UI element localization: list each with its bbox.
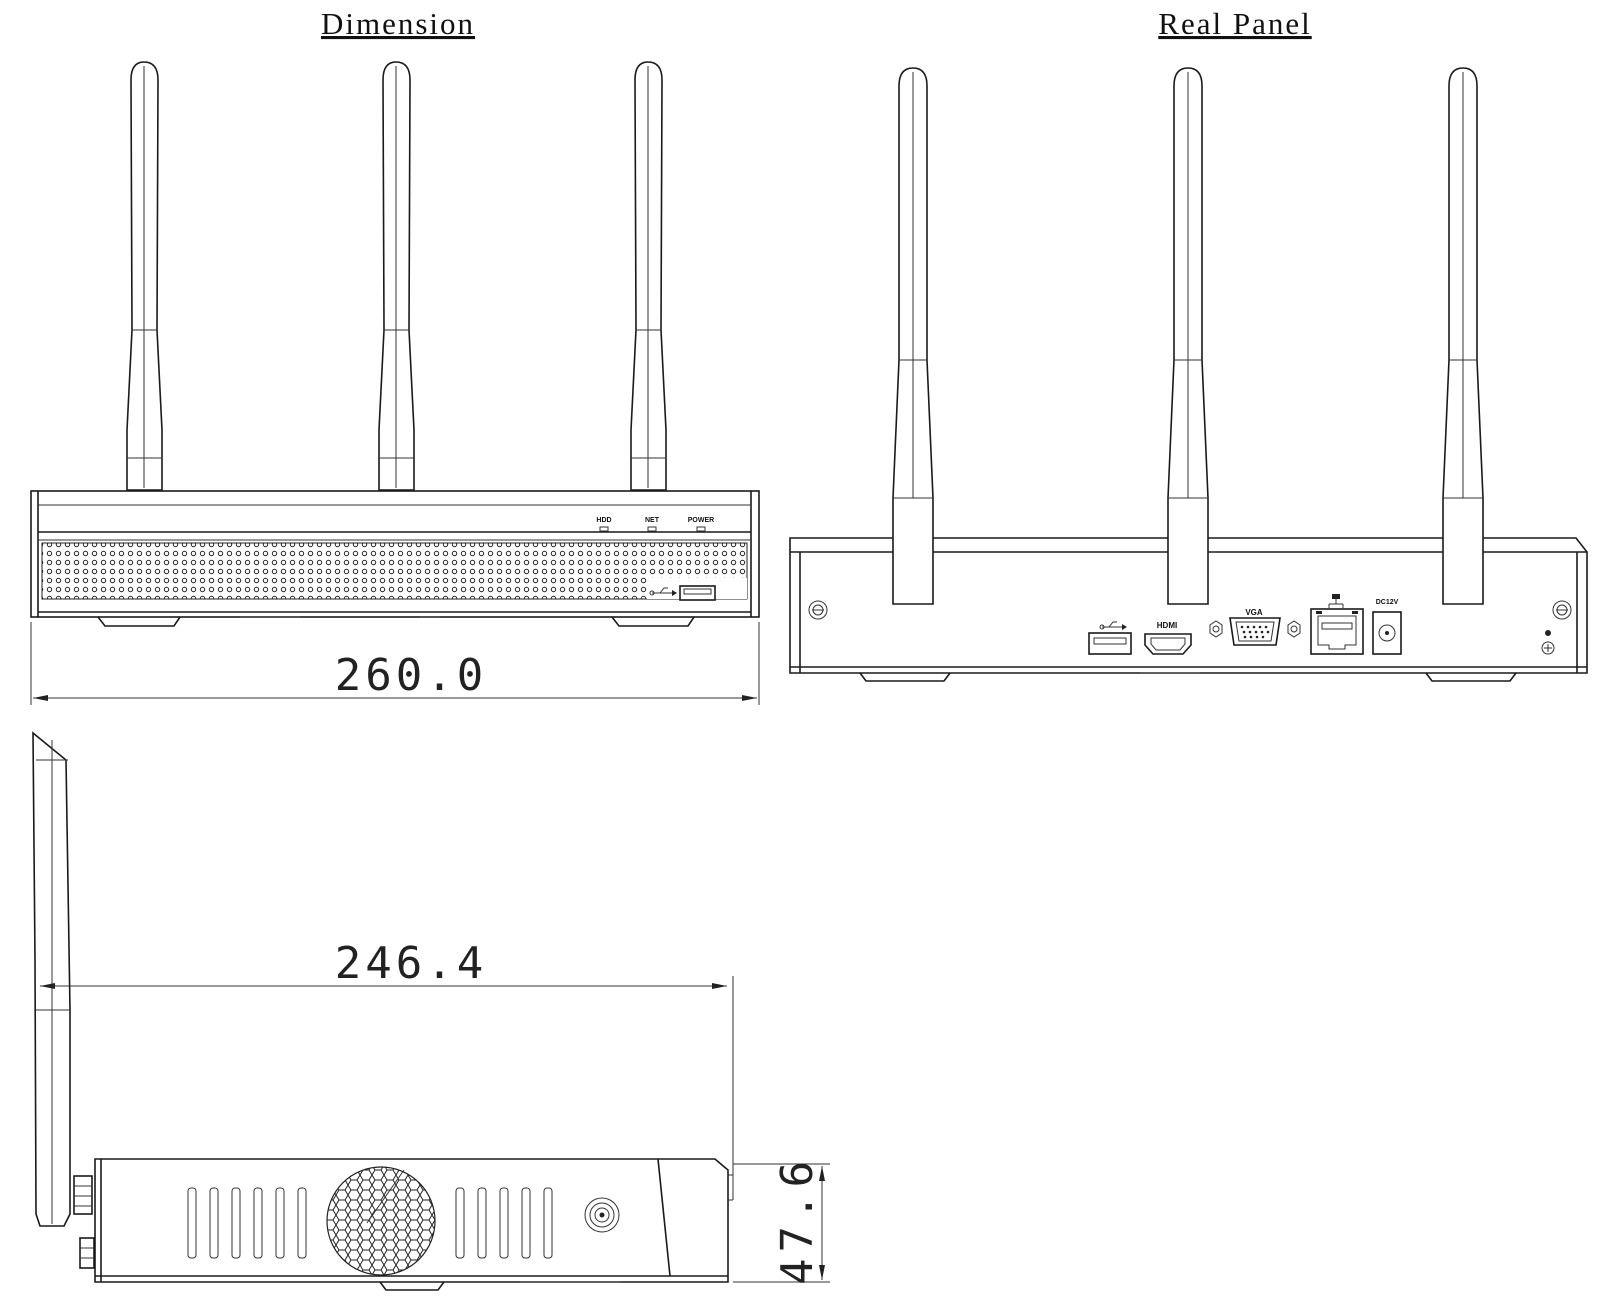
net-label: NET (645, 517, 660, 524)
real-panel-title: Real Panel (1158, 6, 1311, 41)
vga-screw-icon (1287, 620, 1301, 638)
vent-grill (41, 542, 748, 600)
power-jack-label: DC12V (1376, 599, 1399, 606)
vent-slots (455, 1187, 553, 1259)
antenna-connector-icon (73, 1175, 93, 1215)
network-symbol-icon (1328, 594, 1344, 608)
antenna-icon (892, 67, 934, 605)
vent-slots (187, 1187, 307, 1259)
hdmi-port-icon (1144, 633, 1192, 655)
antenna-icon (630, 61, 667, 491)
screw-icon (808, 600, 828, 620)
vga-screw-icon (1209, 620, 1223, 638)
power-led-icon (696, 526, 706, 532)
antenna-icon (1442, 67, 1484, 605)
ground-icon (1541, 630, 1555, 655)
vga-label: VGA (1245, 608, 1263, 617)
antenna-icon (378, 61, 415, 491)
side-height-label: 47.6 (772, 1155, 823, 1285)
lock-screw-icon (584, 1197, 620, 1233)
rear-usb-icon (1099, 621, 1127, 630)
antenna-icon (32, 731, 71, 1227)
hdmi-label: HDMI (1157, 621, 1177, 630)
hdd-label: HDD (596, 517, 611, 524)
usb-icon (649, 587, 677, 596)
side-depth-label: 246.4 (335, 938, 487, 989)
rear-view: HDMI VGA (789, 67, 1588, 682)
net-led-icon (647, 526, 657, 532)
power-label: POWER (688, 517, 714, 524)
usb-port-icon (679, 585, 716, 601)
screw-icon (1552, 600, 1572, 620)
power-jack-icon (1372, 611, 1402, 655)
hdd-led-icon (599, 526, 609, 532)
fan-grill-icon (326, 1166, 436, 1276)
front-view: HDD NET POWER 260.0 (30, 61, 760, 705)
side-view: 246.4 47.6 (32, 731, 830, 1291)
antenna-connector-icon (79, 1237, 95, 1269)
front-width-label: 260.0 (335, 650, 487, 701)
antenna-icon (1167, 67, 1209, 605)
vga-pins (1240, 625, 1270, 639)
dimension-title: Dimension (321, 6, 475, 41)
antenna-icon (126, 61, 163, 491)
